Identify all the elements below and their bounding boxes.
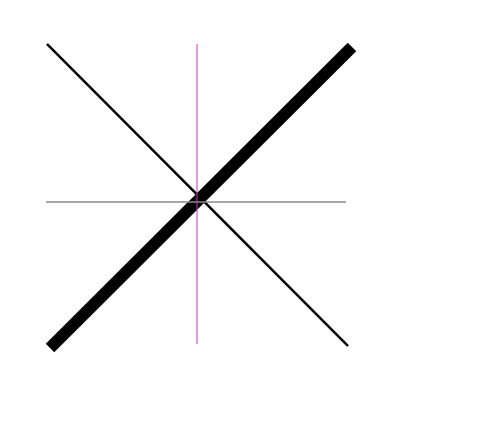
drawing-canvas <box>45 42 357 353</box>
line-figure <box>45 42 357 353</box>
